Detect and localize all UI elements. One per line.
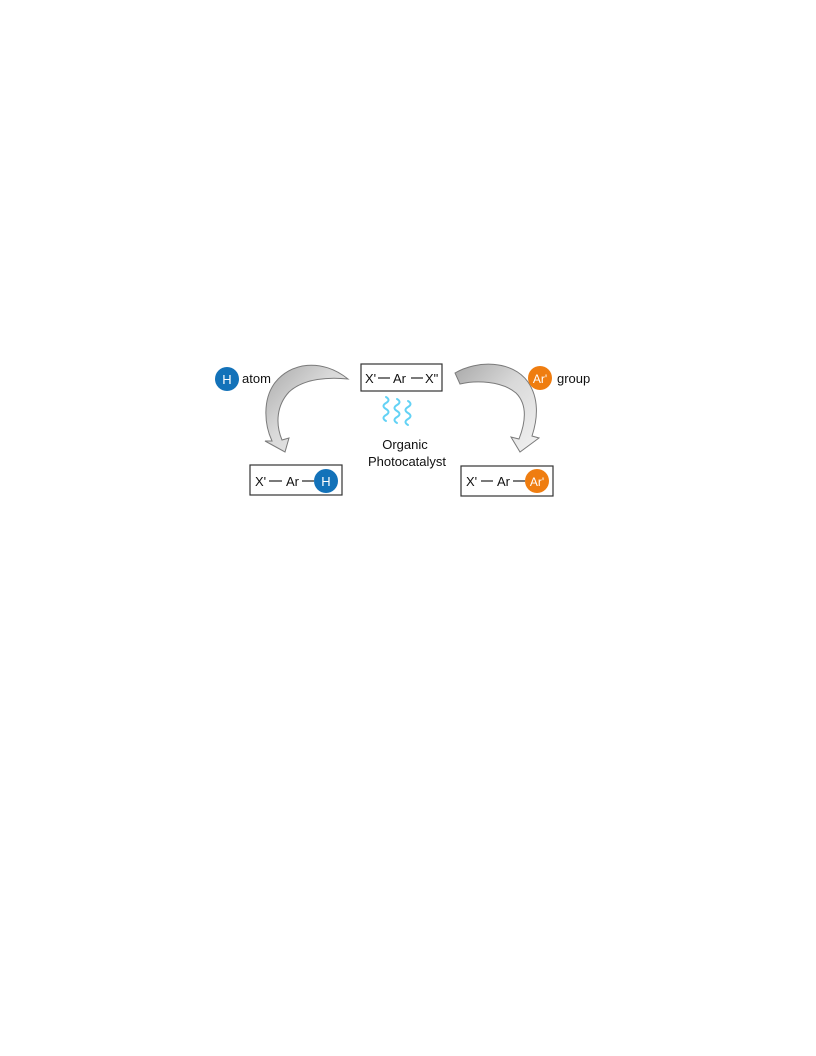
right-curved-arrow xyxy=(454,363,541,453)
right-product-left-group: X' xyxy=(466,474,477,489)
right-product-aryl-badge xyxy=(525,469,549,493)
reactant-box xyxy=(360,363,443,392)
catalyst-label-line2: Photocatalyst xyxy=(368,454,446,469)
left-product-hydrogen-badge-text: H xyxy=(321,474,330,489)
hydrogen-atom-badge xyxy=(215,367,239,391)
right-product-aryl-badge-text: Ar' xyxy=(530,475,544,489)
left-product-hydrogen-badge xyxy=(314,469,338,493)
aryl-group-badge xyxy=(528,366,552,390)
left-curved-arrow xyxy=(264,364,350,453)
light-wave-icon xyxy=(382,396,412,426)
catalyst-label-line1: Organic xyxy=(382,437,428,452)
aryl-group-label: group xyxy=(557,371,590,386)
hydrogen-atom-badge-text: H xyxy=(222,372,231,387)
reactant-left-group: X' xyxy=(365,371,376,386)
left-product-left-group: X' xyxy=(255,474,266,489)
hydrogen-atom-label: atom xyxy=(242,371,271,386)
aryl-group-badge-text: Ar' xyxy=(533,372,547,386)
right-product-core: Ar xyxy=(497,474,511,489)
left-product-core: Ar xyxy=(286,474,300,489)
reactant-right-group: X" xyxy=(425,371,439,386)
reactant-core: Ar xyxy=(393,371,407,386)
